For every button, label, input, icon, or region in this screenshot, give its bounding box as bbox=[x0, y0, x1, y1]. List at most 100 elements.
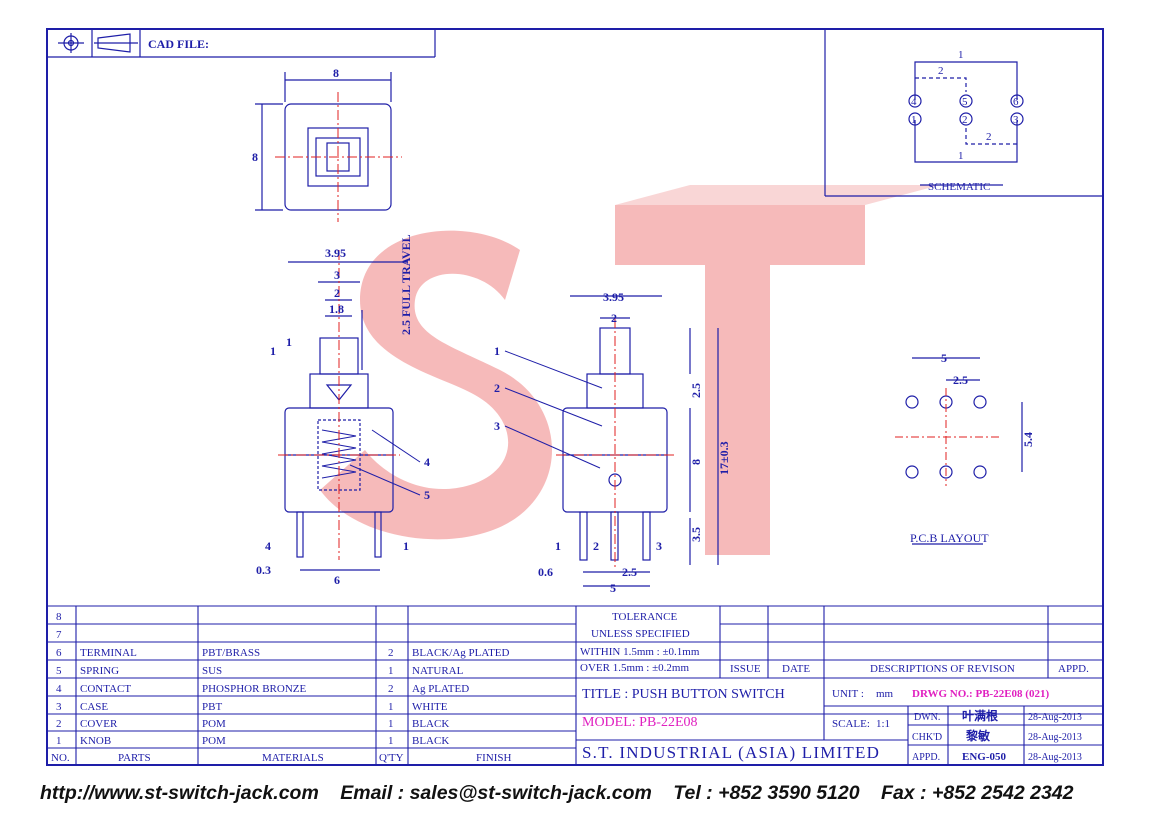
bom-row-2-finish: BLACK bbox=[412, 718, 449, 730]
front-pin-3: 3 bbox=[656, 539, 662, 553]
tolerance-subtitle: UNLESS SPECIFIED bbox=[591, 628, 690, 640]
schematic-box bbox=[824, 28, 1104, 197]
side-dim-1-8: 1.8 bbox=[329, 302, 344, 316]
front-dim-0-6: 0.6 bbox=[538, 565, 553, 579]
bom-row-4-material: PHOSPHOR BRONZE bbox=[202, 683, 306, 695]
side-pin-1: 1 bbox=[403, 539, 409, 553]
title-block: TITLE : PUSH BUTTON SWITCH UNIT : mm DRW… bbox=[582, 687, 1082, 763]
schematic-pin-4: 4 bbox=[911, 96, 917, 108]
bom-row-7-no: 7 bbox=[56, 629, 62, 641]
tolerance-over: OVER 1.5mm : ±0.2mm bbox=[580, 662, 689, 674]
bom-row-5-material: SUS bbox=[202, 665, 222, 677]
bom-row-6-part: TERMINAL bbox=[80, 647, 137, 659]
email-link[interactable]: Email : sales@st-switch-jack.com bbox=[340, 782, 652, 804]
unit-label: UNIT : bbox=[832, 688, 864, 700]
bom-header-finish: FINISH bbox=[476, 752, 512, 764]
bom-row-5-part: SPRING bbox=[80, 665, 119, 677]
appd-label: APPD. bbox=[912, 752, 940, 763]
schematic-pin-6: 6 bbox=[1013, 96, 1019, 108]
bom-row-1-no: 1 bbox=[56, 735, 62, 747]
bom-row-1-material: POM bbox=[202, 735, 226, 747]
schematic-contact-lower: 2 bbox=[986, 131, 992, 143]
side-pin-4: 4 bbox=[265, 539, 271, 553]
side-callout-4: 4 bbox=[424, 455, 430, 469]
bom-row-3-no: 3 bbox=[56, 701, 62, 713]
website-link[interactable]: http://www.st-switch-jack.com bbox=[40, 782, 319, 804]
revision-date: DATE bbox=[782, 663, 810, 675]
side-dim-3-95: 3.95 bbox=[325, 246, 346, 260]
schematic-contact-upper: 2 bbox=[938, 65, 944, 77]
scale-label: SCALE: bbox=[832, 718, 870, 730]
telephone-text: Tel : +852 3590 5120 bbox=[673, 782, 860, 804]
bom-row-5-finish: NATURAL bbox=[412, 665, 464, 677]
drawing-title: TITLE : PUSH BUTTON SWITCH bbox=[582, 687, 785, 702]
fax-text: Fax : +852 2542 2342 bbox=[881, 782, 1074, 804]
front-callout-3: 3 bbox=[494, 419, 500, 433]
front-dim-5: 5 bbox=[610, 581, 616, 595]
drawing-frame bbox=[46, 28, 1104, 766]
bom-row-3-qty: 1 bbox=[388, 701, 394, 713]
front-dim-3-5: 3.5 bbox=[689, 527, 703, 542]
bom-row-4-finish: Ag PLATED bbox=[412, 683, 469, 695]
bom-row-3-material: PBT bbox=[202, 701, 222, 713]
dwn-date: 28-Aug-2013 bbox=[1028, 712, 1082, 723]
front-dim-2: 2 bbox=[611, 311, 617, 325]
schematic-contact-bottom: 1 bbox=[958, 150, 964, 162]
front-dim-2-5-pitch: 2.5 bbox=[622, 565, 637, 579]
front-dim-17: 17±0.3 bbox=[717, 441, 731, 475]
bom-row-2-part: COVER bbox=[80, 718, 118, 730]
bom-row-1-qty: 1 bbox=[388, 735, 394, 747]
header bbox=[46, 28, 436, 58]
bom-row-5-no: 5 bbox=[56, 665, 62, 677]
pcb-dim-5-4: 5.4 bbox=[1021, 432, 1035, 447]
front-view-dims: 3.95 2 2.5 8 17±0.3 3.5 0.6 2.5 5 1 2 3 … bbox=[494, 290, 731, 595]
bom-row-1-part: KNOB bbox=[80, 735, 111, 747]
drawing-number: DRWG NO.: PB-22E08 (021) bbox=[912, 688, 1049, 700]
bom-table-lines bbox=[46, 605, 1104, 766]
tolerance-block: TOLERANCE UNLESS SPECIFIED WITHIN 1.5mm … bbox=[580, 611, 1089, 675]
bom-row-5-qty: 1 bbox=[388, 665, 394, 677]
front-callout-1: 1 bbox=[494, 344, 500, 358]
revision-appd: APPD. bbox=[1058, 663, 1089, 675]
contact-footer: http://www.st-switch-jack.com Email : sa… bbox=[40, 782, 1130, 805]
bom-row-3-part: CASE bbox=[80, 701, 108, 713]
chkd-name: 黎敏 bbox=[966, 728, 991, 743]
bom-table: 8 7 6 TERMINAL PBT/BRASS 2 BLACK/Ag PLAT… bbox=[51, 611, 512, 764]
bom-row-6-material: PBT/BRASS bbox=[202, 647, 260, 659]
front-dim-8: 8 bbox=[689, 459, 703, 465]
schematic-contact-top: 1 bbox=[958, 49, 964, 61]
tolerance-within: WITHIN 1.5mm : ±0.1mm bbox=[580, 646, 700, 658]
side-callout-5: 5 bbox=[424, 488, 430, 502]
front-pin-1: 1 bbox=[555, 539, 561, 553]
bom-row-2-no: 2 bbox=[56, 718, 62, 730]
pcb-caption: P.C.B LAYOUT bbox=[910, 531, 989, 545]
schematic-pin-3: 3 bbox=[1013, 114, 1019, 126]
front-dim-3-95: 3.95 bbox=[603, 290, 624, 304]
bom-header-parts: PARTS bbox=[118, 752, 151, 764]
bom-row-6-qty: 2 bbox=[388, 647, 394, 659]
top-view bbox=[255, 72, 392, 211]
company-name: S.T. INDUSTRIAL (ASIA) LIMITED bbox=[582, 743, 880, 762]
dwn-label: DWN. bbox=[914, 712, 940, 723]
chkd-date: 28-Aug-2013 bbox=[1028, 732, 1082, 743]
bom-row-6-no: 6 bbox=[56, 647, 62, 659]
front-dim-2-5: 2.5 bbox=[689, 383, 703, 398]
side-view-dims: 3.95 3 2 1.8 1 1 2.5 FULL TRAVEL 0.3 6 4… bbox=[256, 234, 430, 587]
side-dim-1a: 1 bbox=[286, 335, 292, 349]
bom-header-no: NO. bbox=[51, 752, 70, 764]
appd-name: ENG-050 bbox=[962, 751, 1007, 763]
tolerance-title: TOLERANCE bbox=[612, 611, 677, 623]
pcb-dim-2-5: 2.5 bbox=[953, 373, 968, 387]
side-dim-1b: 1 bbox=[270, 344, 276, 358]
schematic-labels: 4 5 6 1 2 3 1 2 2 1 SCHEMATIC bbox=[911, 49, 1019, 193]
bom-row-2-material: POM bbox=[202, 718, 226, 730]
revision-desc: DESCRIPTIONS OF REVISON bbox=[870, 663, 1015, 675]
bom-header-qty: Q'TY bbox=[379, 752, 404, 764]
side-dim-3: 3 bbox=[334, 268, 340, 282]
pcb-dim-5: 5 bbox=[941, 351, 947, 365]
bom-row-4-no: 4 bbox=[56, 683, 62, 695]
bom-header-materials: MATERIALS bbox=[262, 752, 324, 764]
bom-row-1-finish: BLACK bbox=[412, 735, 449, 747]
top-view-centerlines bbox=[275, 92, 402, 222]
